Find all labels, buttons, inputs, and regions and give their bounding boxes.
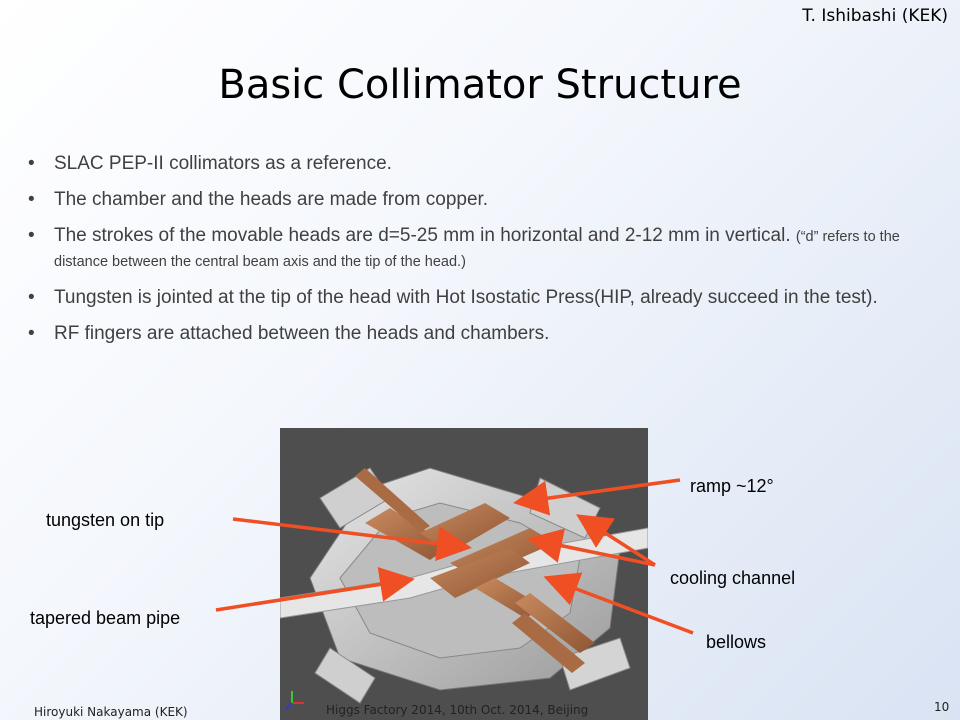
bullet-dot-icon: • xyxy=(28,189,35,210)
bullet-text: RF fingers are attached between the head… xyxy=(54,323,550,344)
bullet-dot-icon: • xyxy=(28,225,35,246)
bullet-text: The strokes of the movable heads are d=5… xyxy=(54,225,796,246)
bullet-text: The chamber and the heads are made from … xyxy=(54,189,489,210)
label-tungsten: tungsten on tip xyxy=(46,510,165,530)
bullet-item: • Tungsten is jointed at the tip of the h… xyxy=(26,286,906,310)
author-credit: T. Ishibashi (KEK) xyxy=(802,6,948,26)
page-number: 10 xyxy=(934,700,950,714)
bullet-note: (“d” refers to the distance between the … xyxy=(54,229,900,270)
bullet-item: • RF fingers are attached between the hea… xyxy=(26,322,906,346)
arrow-cooling-1 xyxy=(527,528,656,567)
bullet-dot-icon: • xyxy=(28,153,35,174)
label-tapered-beam-pipe: tapered beam pipe xyxy=(30,608,181,628)
bullet-text: SLAC PEP-II collimators as a reference. xyxy=(54,153,392,174)
bullet-item: • The chamber and the heads are made from… xyxy=(26,188,906,212)
arrow-ramp xyxy=(513,478,681,516)
bullet-dot-icon: • xyxy=(28,287,35,308)
arrow-cooling-2 xyxy=(576,514,656,567)
bullet-text: Tungsten is jointed at the tip of the he… xyxy=(54,287,878,308)
label-ramp: ramp ~12° xyxy=(690,476,774,496)
bullet-item: • The strokes of the movable heads are d=… xyxy=(26,224,906,274)
label-cooling-channel: cooling channel xyxy=(670,568,796,588)
bullet-list: • SLAC PEP-II collimators as a reference.… xyxy=(26,152,906,358)
bullet-dot-icon: • xyxy=(28,323,35,344)
slide-title: Basic Collimator Structure xyxy=(218,62,742,108)
arrow-tapered xyxy=(215,567,415,612)
arrow-tungsten xyxy=(232,517,472,562)
bullet-item: • SLAC PEP-II collimators as a reference. xyxy=(26,152,906,176)
footer-presenter: Hiroyuki Nakayama (KEK) xyxy=(34,705,188,719)
arrow-bellows xyxy=(543,572,694,635)
footer-event: Higgs Factory 2014, 10th Oct. 2014, Beij… xyxy=(326,703,589,717)
label-bellows: bellows xyxy=(706,632,767,652)
